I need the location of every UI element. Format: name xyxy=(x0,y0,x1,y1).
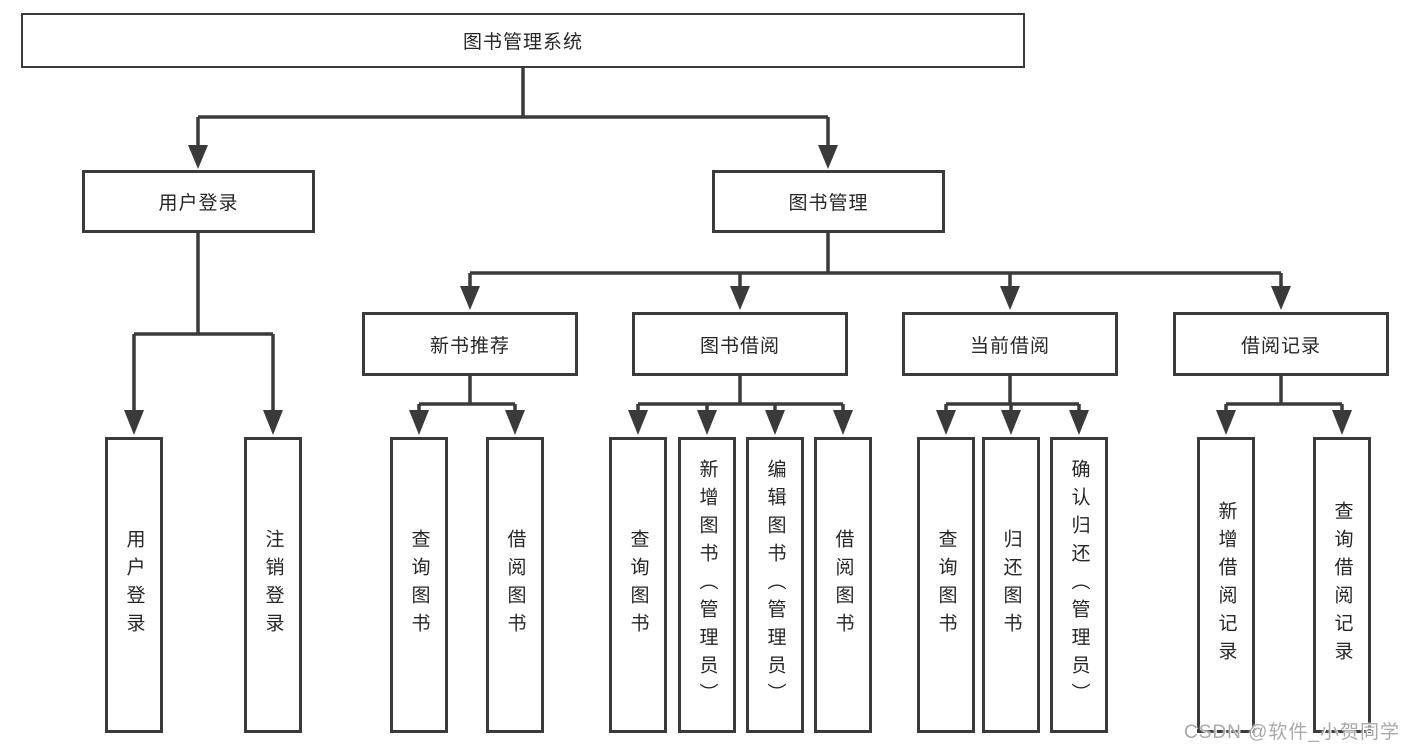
node-label: 图书管理系统 xyxy=(462,32,583,53)
node-root-library-management-system: 图书管理系统 xyxy=(21,13,1025,68)
node-label: 查询图书 xyxy=(627,529,649,641)
arrow-down-icon xyxy=(697,410,717,435)
arrow-down-icon xyxy=(628,410,648,435)
node-label: 图书管理 xyxy=(788,193,869,214)
leaf-borrow-books-recommend: 借阅图书 xyxy=(486,437,544,733)
arrow-down-icon xyxy=(818,145,838,169)
node-label: 新书推荐 xyxy=(429,335,510,357)
watermark: CSDN @软件_小贺同学 xyxy=(1184,722,1400,743)
arrow-down-icon xyxy=(1000,286,1020,310)
leaf-logout: 注销登录 xyxy=(244,437,302,733)
node-borrowing-records: 借阅记录 xyxy=(1173,312,1389,376)
leaf-query-books-recommend: 查询图书 xyxy=(390,437,448,733)
node-label: 借阅图书 xyxy=(504,529,526,641)
arrow-down-icon xyxy=(730,286,750,310)
node-label: 图书借阅 xyxy=(699,335,780,357)
connector-root-to-level2 xyxy=(188,68,838,169)
arrow-down-icon xyxy=(833,410,853,435)
arrow-down-icon xyxy=(1332,410,1352,435)
connector-borrow-records-children xyxy=(1216,376,1352,435)
node-user-login: 用户登录 xyxy=(82,170,315,233)
connector-current-borrow-children xyxy=(936,376,1089,435)
connector-user-login-children xyxy=(124,233,283,435)
node-current-borrowing: 当前借阅 xyxy=(902,312,1118,376)
leaf-edit-book-admin: 编辑图书（管理员） xyxy=(746,437,804,733)
node-label: 查询借阅记录 xyxy=(1331,501,1353,669)
node-label: 归还图书 xyxy=(1000,529,1022,641)
node-label: 编辑图书（管理员） xyxy=(764,459,786,711)
leaf-add-book-admin: 新增图书（管理员） xyxy=(678,437,736,733)
connector-book-borrow-children xyxy=(628,376,853,435)
node-book-management: 图书管理 xyxy=(712,170,945,233)
node-label: 查询图书 xyxy=(935,529,957,641)
node-label: 查询图书 xyxy=(408,529,430,641)
arrow-down-icon xyxy=(1069,410,1089,435)
arrow-down-icon xyxy=(505,410,525,435)
node-label: 借阅记录 xyxy=(1240,335,1321,357)
arrow-down-icon xyxy=(460,286,480,310)
arrow-down-icon xyxy=(409,410,429,435)
node-label: 确认归还（管理员） xyxy=(1068,459,1090,711)
node-label: 新增图书（管理员） xyxy=(696,459,718,711)
arrow-down-icon xyxy=(1216,410,1236,435)
leaf-user-login: 用户登录 xyxy=(105,437,163,733)
arrow-down-icon xyxy=(1001,410,1021,435)
arrow-down-icon xyxy=(263,410,283,435)
leaf-query-books-borrow: 查询图书 xyxy=(609,437,667,733)
leaf-return-book: 归还图书 xyxy=(982,437,1040,733)
node-label: 新增借阅记录 xyxy=(1215,501,1237,669)
connector-new-book-children xyxy=(409,376,525,435)
leaf-confirm-return-admin: 确认归还（管理员） xyxy=(1050,437,1108,733)
arrow-down-icon xyxy=(765,410,785,435)
node-label: 借阅图书 xyxy=(832,529,854,641)
node-label: 用户登录 xyxy=(123,529,145,641)
arrow-down-icon xyxy=(936,410,956,435)
connector-book-management-children xyxy=(460,233,1291,310)
leaf-query-borrow-record: 查询借阅记录 xyxy=(1313,437,1371,733)
arrow-down-icon xyxy=(1271,286,1291,310)
leaf-borrow-books: 借阅图书 xyxy=(814,437,872,733)
arrow-down-icon xyxy=(124,410,144,435)
leaf-add-borrow-record: 新增借阅记录 xyxy=(1197,437,1255,733)
node-label: 注销登录 xyxy=(262,529,284,641)
node-label: 用户登录 xyxy=(158,193,239,214)
node-book-borrowing: 图书借阅 xyxy=(632,312,848,376)
leaf-query-books-current: 查询图书 xyxy=(917,437,975,733)
node-label: 当前借阅 xyxy=(969,335,1050,357)
node-new-book-recommendation: 新书推荐 xyxy=(362,312,578,376)
arrow-down-icon xyxy=(188,145,208,169)
